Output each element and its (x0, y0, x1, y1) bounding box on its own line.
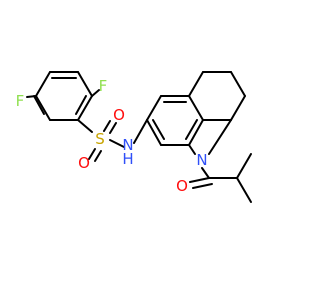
sulfur-label: S (95, 130, 105, 148)
bond (91, 89, 100, 97)
bond (77, 119, 93, 133)
aromatic-inner-bond (33, 95, 45, 115)
oxygen-label-lower: O (78, 154, 90, 172)
aromatic-inner-bond (152, 119, 165, 140)
aromatic-inner-bond (185, 119, 198, 140)
isobutyryl-group (189, 153, 252, 203)
bond (77, 71, 93, 97)
amide-nitrogen-label: N (122, 136, 133, 154)
bond (230, 95, 246, 121)
bond (35, 71, 51, 97)
carbonyl-oxygen-label: O (176, 177, 188, 195)
bond (201, 167, 210, 179)
aromatic-inner-bond (75, 95, 87, 115)
bond (26, 95, 37, 98)
bond (230, 71, 246, 97)
bond (77, 95, 93, 121)
bond (188, 144, 196, 155)
bond (94, 150, 102, 162)
amide-hydrogen-label: H (122, 150, 133, 168)
oxygen-label-upper: O (113, 106, 125, 124)
bond (88, 148, 96, 160)
bond (236, 177, 252, 203)
fluorine-label-left: F (16, 92, 25, 110)
bond (188, 119, 204, 146)
bond (236, 153, 252, 179)
bond (208, 119, 232, 155)
bond (146, 95, 162, 121)
bond (146, 119, 162, 146)
tetrahydroquinoline-saturated-ring (188, 71, 246, 155)
bond (103, 120, 111, 132)
bond (109, 139, 125, 148)
bond (188, 71, 204, 97)
fluorine-label-top: F (99, 77, 108, 95)
difluorophenyl-ring (26, 71, 100, 121)
ring-nitrogen-label: N (196, 151, 207, 169)
bond (192, 183, 213, 189)
bond (133, 119, 148, 144)
bond (188, 95, 204, 121)
tetrahydroquinoline-aromatic-ring (146, 95, 204, 146)
molecule-structure: F F O S O N H N O (16, 71, 252, 203)
sulfonamide-group (77, 119, 148, 162)
bond (189, 177, 210, 183)
bond (109, 122, 117, 134)
bond (35, 95, 51, 121)
